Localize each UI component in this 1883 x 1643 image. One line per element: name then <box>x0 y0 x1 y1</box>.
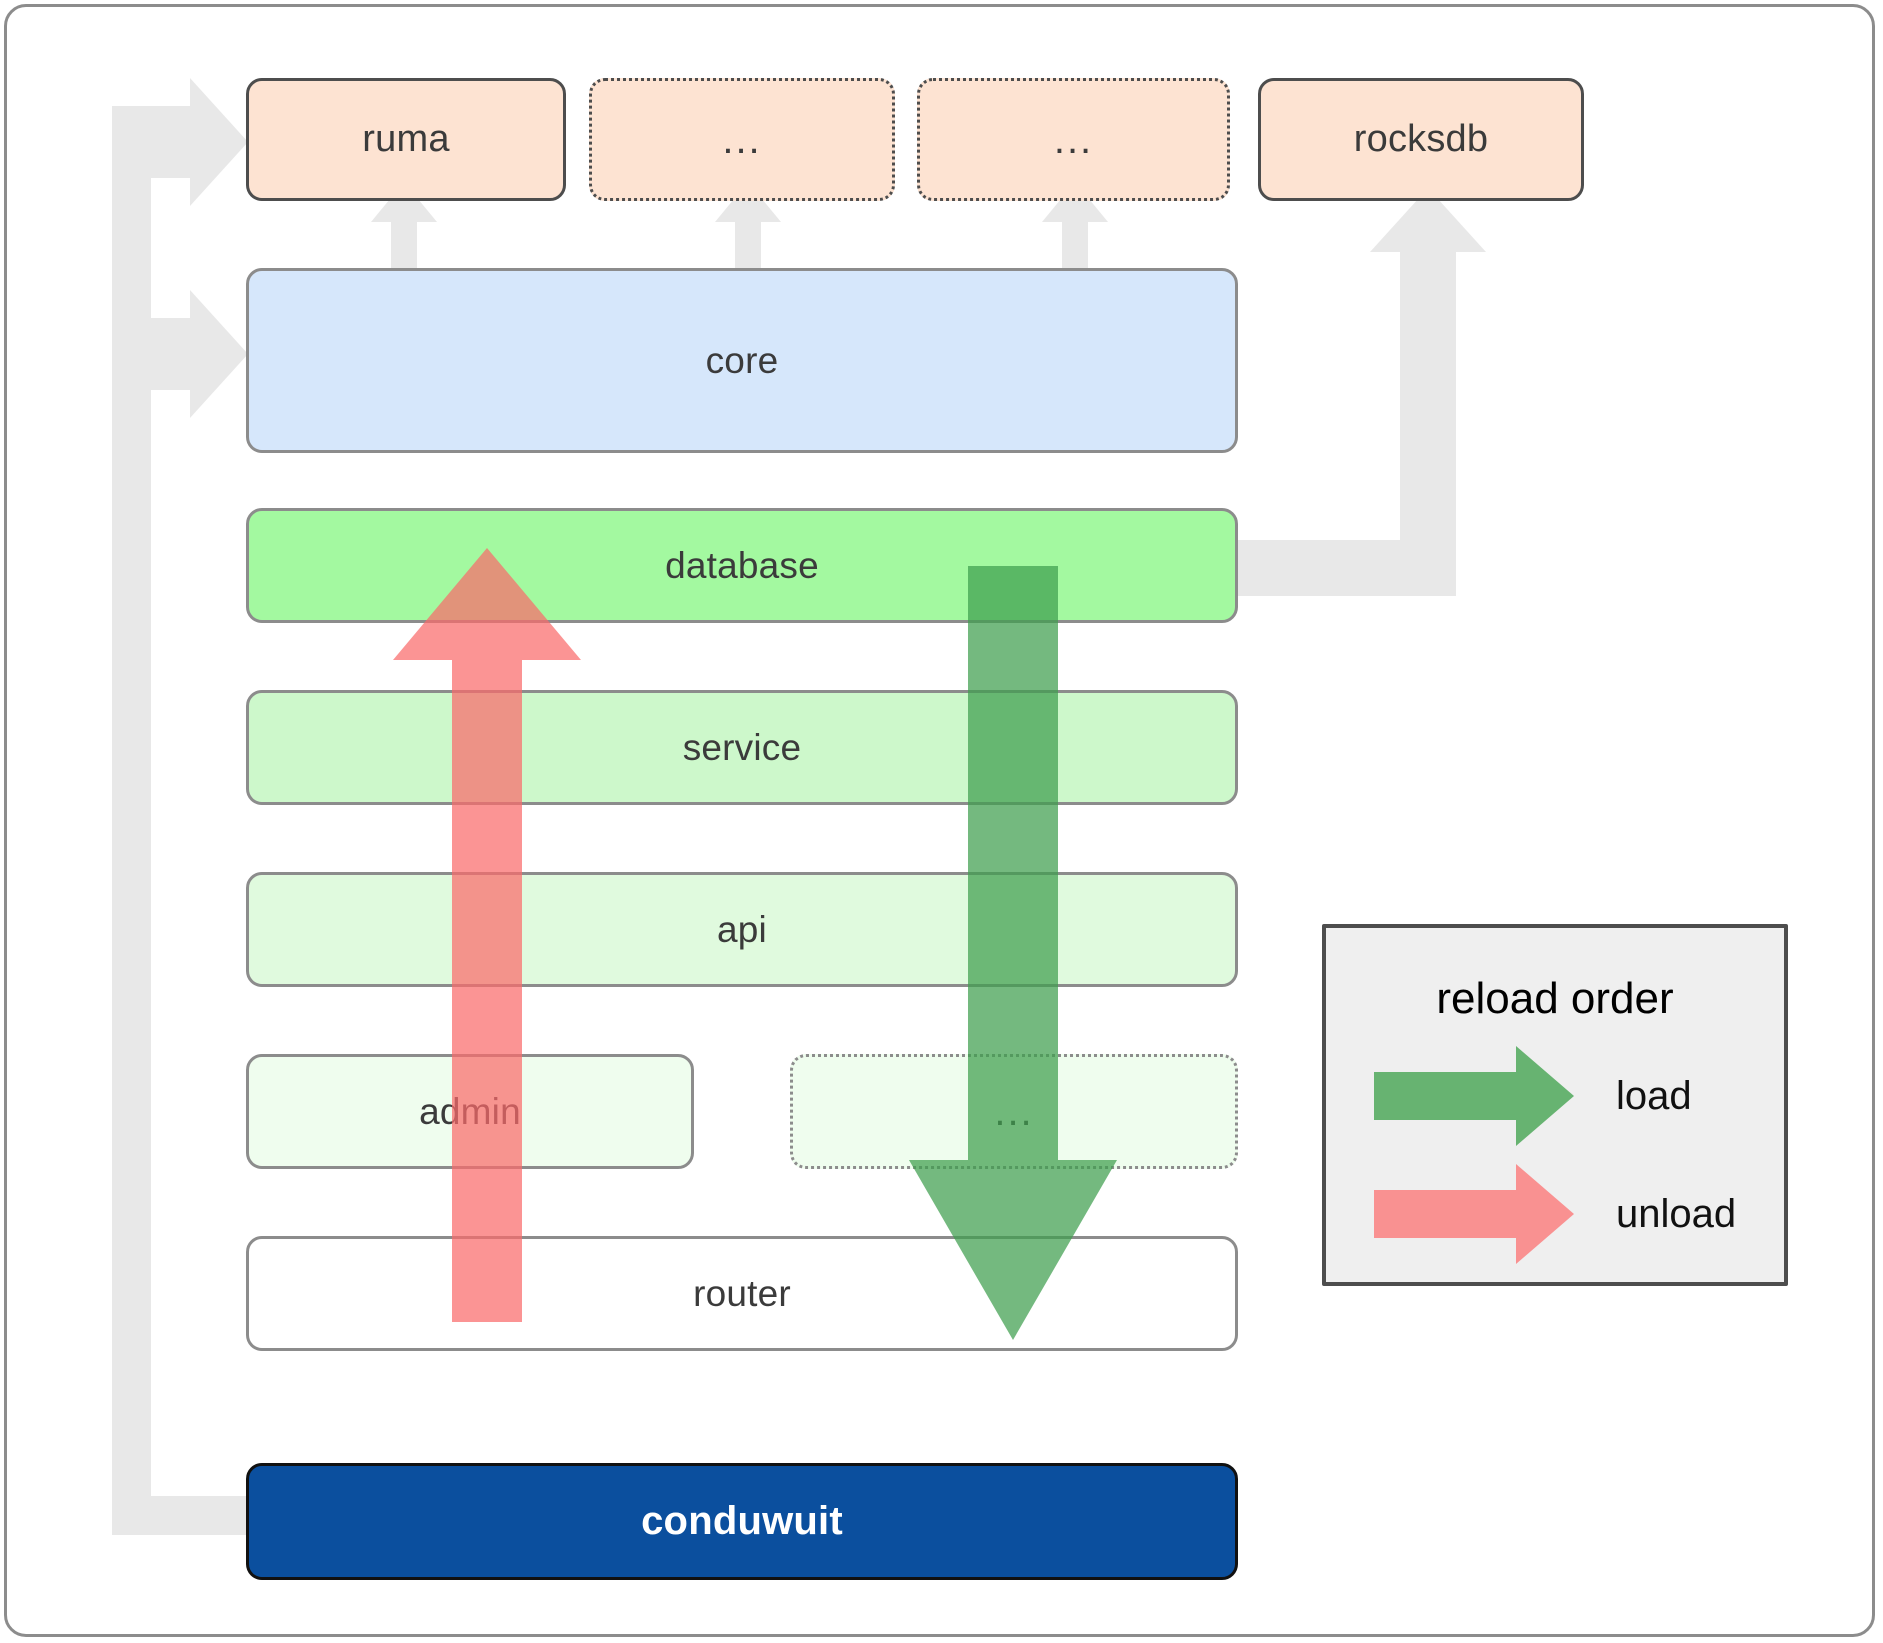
crate-label: admin <box>419 1090 521 1132</box>
dependency-label: ... <box>1053 117 1094 162</box>
dependency-label: rocksdb <box>1353 118 1489 160</box>
crate-label: service <box>682 726 802 768</box>
crate-label: router <box>693 1272 791 1314</box>
crate-box-admin[interactable]: admin <box>246 1054 694 1169</box>
crate-box-core[interactable]: core <box>246 268 1238 453</box>
diagram-frame <box>4 4 1875 1637</box>
crate-box-service[interactable]: service <box>246 690 1238 805</box>
crate-box-ellipsis[interactable]: ... <box>790 1054 1238 1169</box>
app-box-conduwuit[interactable]: conduwuit <box>246 1463 1238 1580</box>
legend-label-unload: unload <box>1616 1192 1737 1236</box>
dependency-box-rocksdb[interactable]: rocksdb <box>1258 78 1584 201</box>
dependency-box-ruma[interactable]: ruma <box>246 78 566 201</box>
crate-label: core <box>705 339 779 381</box>
crate-box-router[interactable]: router <box>246 1236 1238 1351</box>
crate-box-api[interactable]: api <box>246 872 1238 987</box>
crate-label: database <box>665 544 819 586</box>
legend-panel: reload order load unload <box>1322 924 1788 1286</box>
dependency-label: ... <box>722 117 762 162</box>
dependency-label: ruma <box>362 118 450 160</box>
app-label: conduwuit <box>641 1499 843 1543</box>
legend-title: reload order <box>1436 974 1674 1023</box>
load-arrow-icon <box>1374 1046 1574 1146</box>
crate-box-database[interactable]: database <box>246 508 1238 623</box>
unload-arrow-icon <box>1374 1164 1574 1264</box>
crate-label: api <box>717 908 767 950</box>
dependency-box-ellipsis-2[interactable]: ... <box>917 78 1230 201</box>
legend-label-load: load <box>1616 1074 1692 1118</box>
crate-label: ... <box>994 1089 1034 1134</box>
legend-icons <box>1374 1046 1574 1264</box>
dependency-box-ellipsis-1[interactable]: ... <box>589 78 895 201</box>
